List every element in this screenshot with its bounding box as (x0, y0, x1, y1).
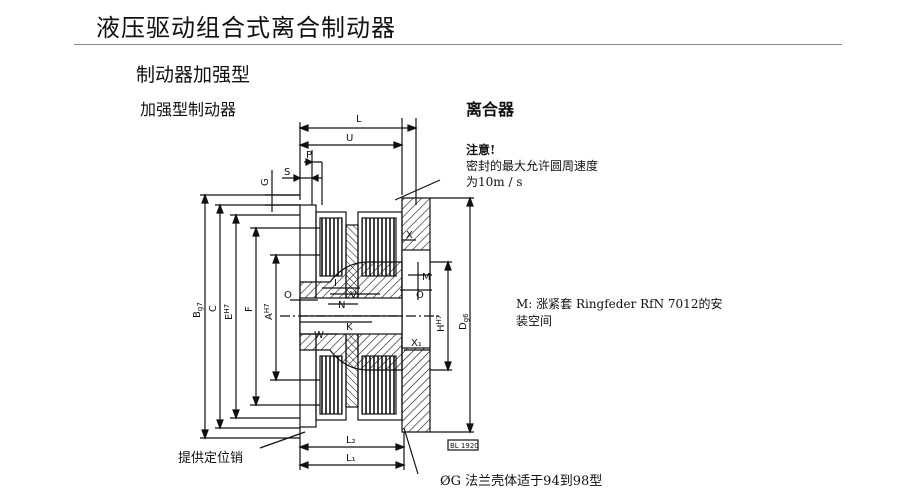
label-L1: L₁ (346, 453, 356, 464)
label-M: M (422, 272, 431, 283)
label-E: EH7 (223, 304, 235, 320)
clutch-label: 离合器 (466, 100, 515, 119)
label-L2: L₂ (346, 435, 356, 446)
pin-leader-line (259, 431, 306, 449)
brake-disc-pack-top (319, 217, 343, 277)
brake-label: 加强型制动器 (140, 100, 237, 119)
label-U: U (346, 133, 353, 144)
label-A: AH7 (263, 303, 275, 320)
stamp-box (447, 439, 479, 451)
label-X1: X₁ (411, 338, 422, 349)
brake-disc-pack-bottom (319, 355, 343, 415)
arrow (305, 158, 314, 166)
arrow (298, 141, 309, 149)
title-divider (74, 44, 842, 45)
label-L: L (356, 114, 362, 125)
label-S: S (284, 167, 290, 178)
label-H: HH7 (435, 315, 447, 332)
leader-line (394, 179, 441, 201)
note-heading: 注意! (466, 143, 496, 157)
label-C: C (208, 305, 219, 312)
label-N: N (338, 300, 345, 311)
label-O-right: O (416, 290, 424, 301)
section-title: 制动器加强型 (136, 64, 251, 86)
page-title: 液压驱动组合式离合制动器 (96, 14, 396, 42)
flange-bore (401, 249, 431, 349)
pin-note: 提供定位销 (178, 451, 244, 466)
m-note-line-1: M: 涨紧套 Ringfeder RfN 7012的安 (516, 297, 723, 311)
arrow (298, 124, 309, 132)
label-I: I (334, 278, 337, 289)
label-V: V (350, 290, 357, 301)
label-P: P (306, 150, 312, 161)
label-D: Dg6 (458, 313, 470, 330)
flange-leader-line (403, 427, 419, 475)
label-G: G (260, 178, 271, 186)
arrow (407, 124, 418, 132)
note-line-2: 为10m / s (466, 175, 523, 189)
label-O-left: O (284, 290, 292, 301)
arrow (293, 174, 302, 182)
label-X: X (406, 230, 413, 241)
label-F: F (244, 306, 255, 312)
label-B: Bg7 (192, 302, 204, 318)
note-line-1: 密封的最大允许圆周速度 (466, 159, 599, 173)
shaft-bore-lower (299, 315, 403, 335)
flange-note: ØG 法兰壳体适于94到98型 (440, 474, 603, 489)
stamp-text: BL 1920 (450, 442, 479, 450)
m-note-line-2: 装空间 (516, 314, 553, 328)
arrow (393, 141, 404, 149)
label-W: W (314, 330, 324, 341)
label-K: K (346, 322, 353, 333)
arrow (310, 174, 319, 182)
